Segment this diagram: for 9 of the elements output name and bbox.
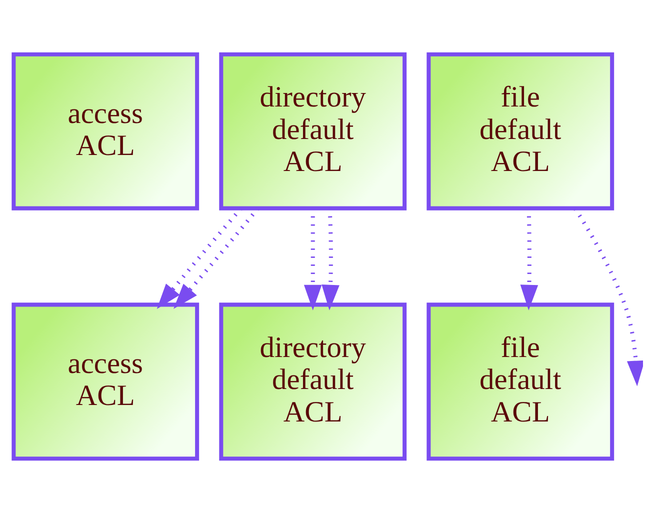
node-box: file default ACL: [426, 52, 614, 210]
node-box: directory default ACL: [219, 302, 407, 461]
node-box: access ACL: [12, 52, 200, 210]
arrow: [574, 208, 643, 386]
arrow: [174, 207, 260, 309]
node-box: file default ACL: [426, 302, 614, 461]
arrow: [156, 207, 243, 309]
node-box: directory default ACL: [219, 52, 407, 210]
node-box: access ACL: [12, 302, 200, 461]
